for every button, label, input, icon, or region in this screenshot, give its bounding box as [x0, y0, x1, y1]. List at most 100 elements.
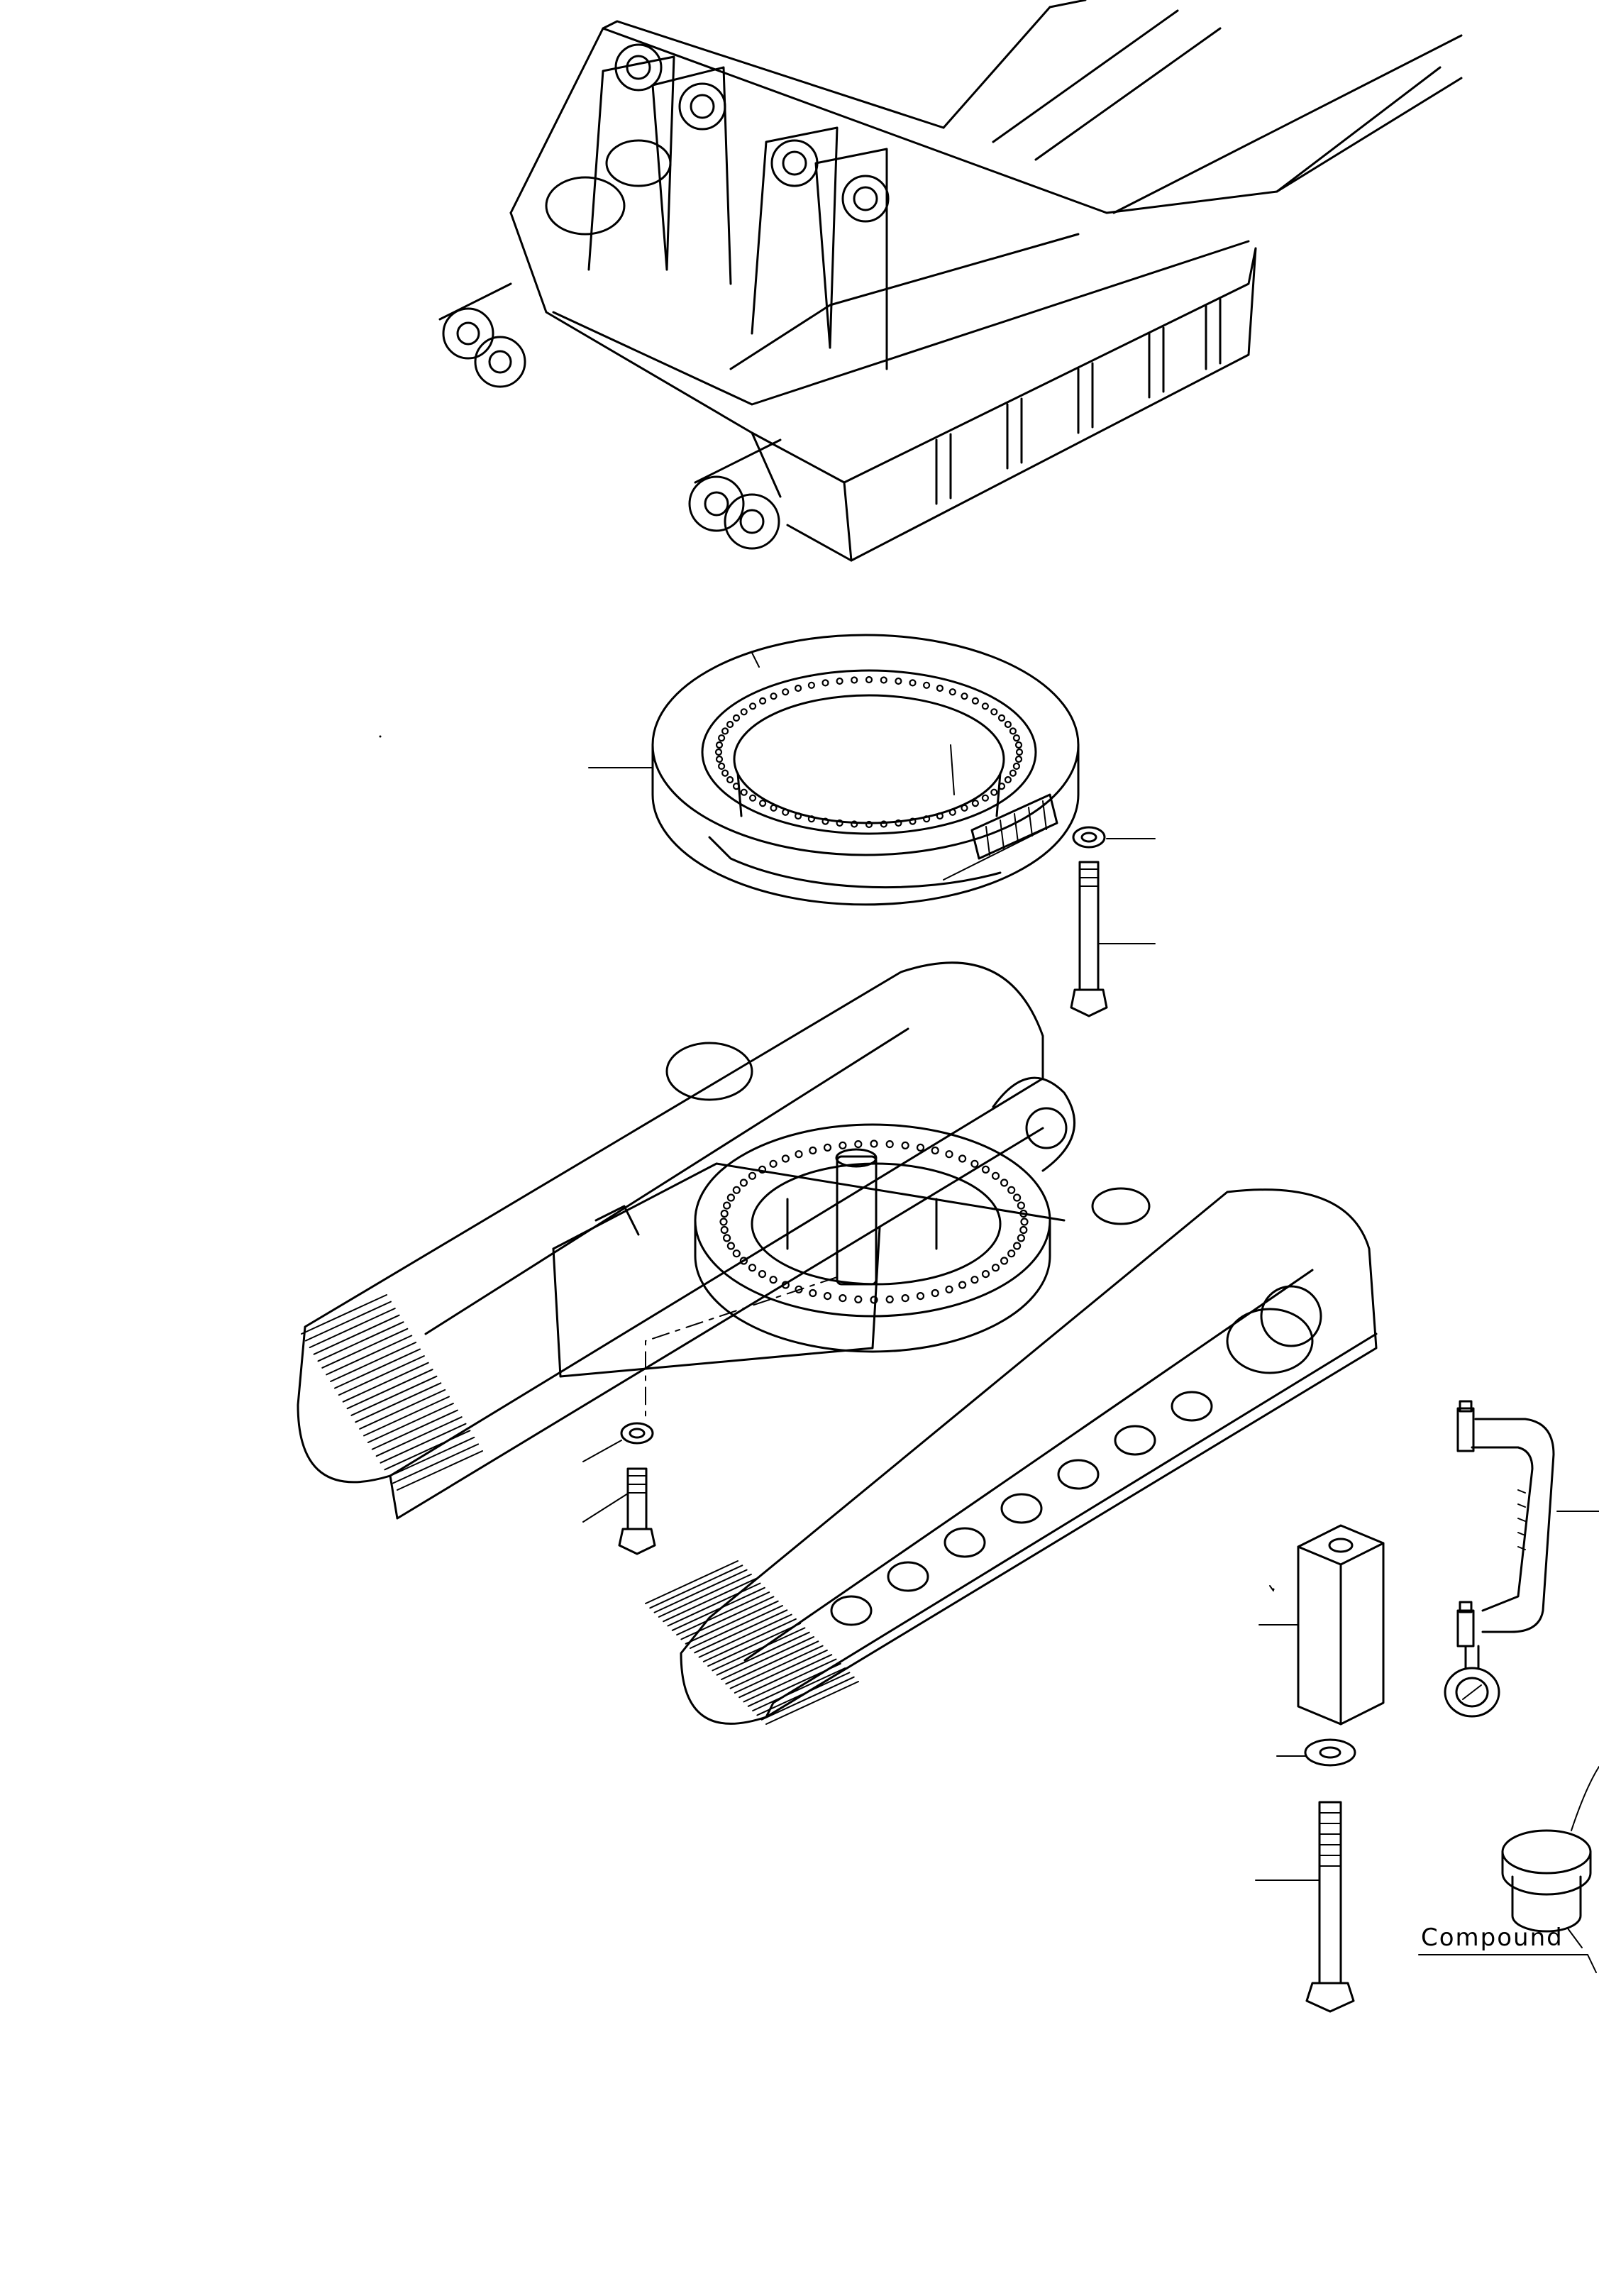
bolt-hole [948, 808, 956, 816]
bolt-hole [809, 1288, 817, 1298]
bolt-hole [865, 820, 873, 829]
track-shoe [694, 1609, 788, 1654]
bolt-hole [854, 1295, 863, 1304]
bolt-hole [748, 1171, 757, 1180]
track-shoe [313, 1314, 400, 1355]
track-shoe [760, 1676, 855, 1721]
track-shoe [338, 1355, 425, 1396]
bolt-hole [821, 817, 829, 825]
bolt-hole [895, 677, 902, 685]
bolt-hole [732, 714, 741, 722]
track-shoe [346, 1369, 433, 1410]
bolt-hole [807, 815, 816, 823]
track-shoe [392, 1443, 480, 1484]
bolt-hole [739, 1257, 748, 1265]
bolt-hole [997, 714, 1006, 722]
bolt-hole [1009, 727, 1017, 735]
scan-speck [1272, 1588, 1275, 1591]
bolt-hole [870, 1139, 878, 1148]
track-shoe [667, 1582, 761, 1627]
bolt-hole [958, 1281, 967, 1289]
track-shoe [350, 1375, 438, 1416]
bolt-hole [732, 1186, 741, 1194]
track-shoe [716, 1631, 810, 1676]
track-shoe [702, 1618, 797, 1662]
bolt-hole [726, 1193, 736, 1202]
bolt-hole [931, 1288, 939, 1298]
bolt-hole [823, 1143, 832, 1152]
hose-with-pressure-gauge [1444, 1400, 1599, 1718]
bolt-hole [769, 1159, 778, 1168]
bolt-hole [794, 684, 802, 692]
bolt-hole [895, 819, 902, 827]
track-roller [1057, 1459, 1100, 1490]
track-shoe [698, 1613, 792, 1658]
bolt-hole [719, 1218, 728, 1226]
bolt-hole [936, 812, 944, 820]
bolt-hole [1009, 769, 1017, 777]
bolt-hole [1004, 720, 1012, 729]
track-shoe [721, 1636, 814, 1680]
bolt-hole [722, 1234, 731, 1242]
track-shoe [334, 1348, 421, 1389]
compound-container [1418, 1766, 1599, 1973]
track-shoe [756, 1672, 851, 1716]
track-shoe [304, 1301, 392, 1342]
bolt-hole [722, 1201, 731, 1210]
bolt-hole [936, 684, 944, 692]
track-shoe [671, 1586, 765, 1631]
bolt-hole [970, 1276, 979, 1284]
bolt-hole [971, 799, 980, 807]
bolt-hole [770, 804, 778, 812]
bolt-hole [809, 1146, 817, 1155]
track-roller [830, 1595, 873, 1626]
bolt-hole [961, 804, 968, 812]
bolt-hole [931, 1146, 939, 1155]
spacer-block-set [1255, 1524, 1385, 2013]
bolt-hole [1015, 748, 1024, 756]
track-shoe [363, 1396, 450, 1437]
swing-circle-bearing [588, 634, 1156, 1017]
track-shoe [301, 1294, 387, 1335]
track-shoe [663, 1578, 757, 1623]
track-shoe [707, 1623, 802, 1667]
bolt-hole [1012, 1242, 1022, 1250]
revolving-frame [438, 0, 1463, 562]
undercarriage [297, 961, 1378, 1725]
bolt-hole [922, 681, 931, 689]
track-shoe [765, 1681, 859, 1725]
track-shoe [743, 1658, 837, 1703]
bolt-hole [1017, 1234, 1026, 1242]
bolt-hole [880, 820, 887, 828]
bolt-hole [991, 1171, 1000, 1180]
track-shoe [342, 1362, 429, 1403]
bolt-hole [739, 1179, 748, 1187]
bolt-hole [922, 815, 931, 823]
bolt-hole [961, 692, 968, 700]
bolt-hole [839, 1293, 847, 1303]
bolt-hole [870, 1296, 878, 1304]
bolt-hole [721, 769, 729, 777]
bolt-hole [981, 702, 990, 710]
bolt-hole [854, 1139, 863, 1149]
bolt-hole [916, 1291, 925, 1301]
track-shoe [645, 1560, 738, 1604]
bolt-hole [851, 676, 858, 684]
track-shoe [355, 1382, 442, 1423]
track-shoe [690, 1605, 783, 1649]
track-shoe [367, 1403, 454, 1443]
bolt-hole [732, 1249, 741, 1258]
track-shoe [676, 1591, 770, 1636]
track-roller [944, 1527, 986, 1558]
track-shoe [380, 1423, 467, 1464]
track-shoe [388, 1436, 475, 1477]
bolt-hole [748, 1264, 757, 1272]
bolt-hole [945, 1285, 953, 1293]
bolt-hole [795, 1150, 803, 1159]
bolt-hole [717, 734, 726, 742]
bolt-hole [909, 817, 917, 825]
bolt-hole [971, 697, 980, 705]
bolt-hole [880, 676, 887, 684]
bolt-hole [997, 782, 1006, 790]
